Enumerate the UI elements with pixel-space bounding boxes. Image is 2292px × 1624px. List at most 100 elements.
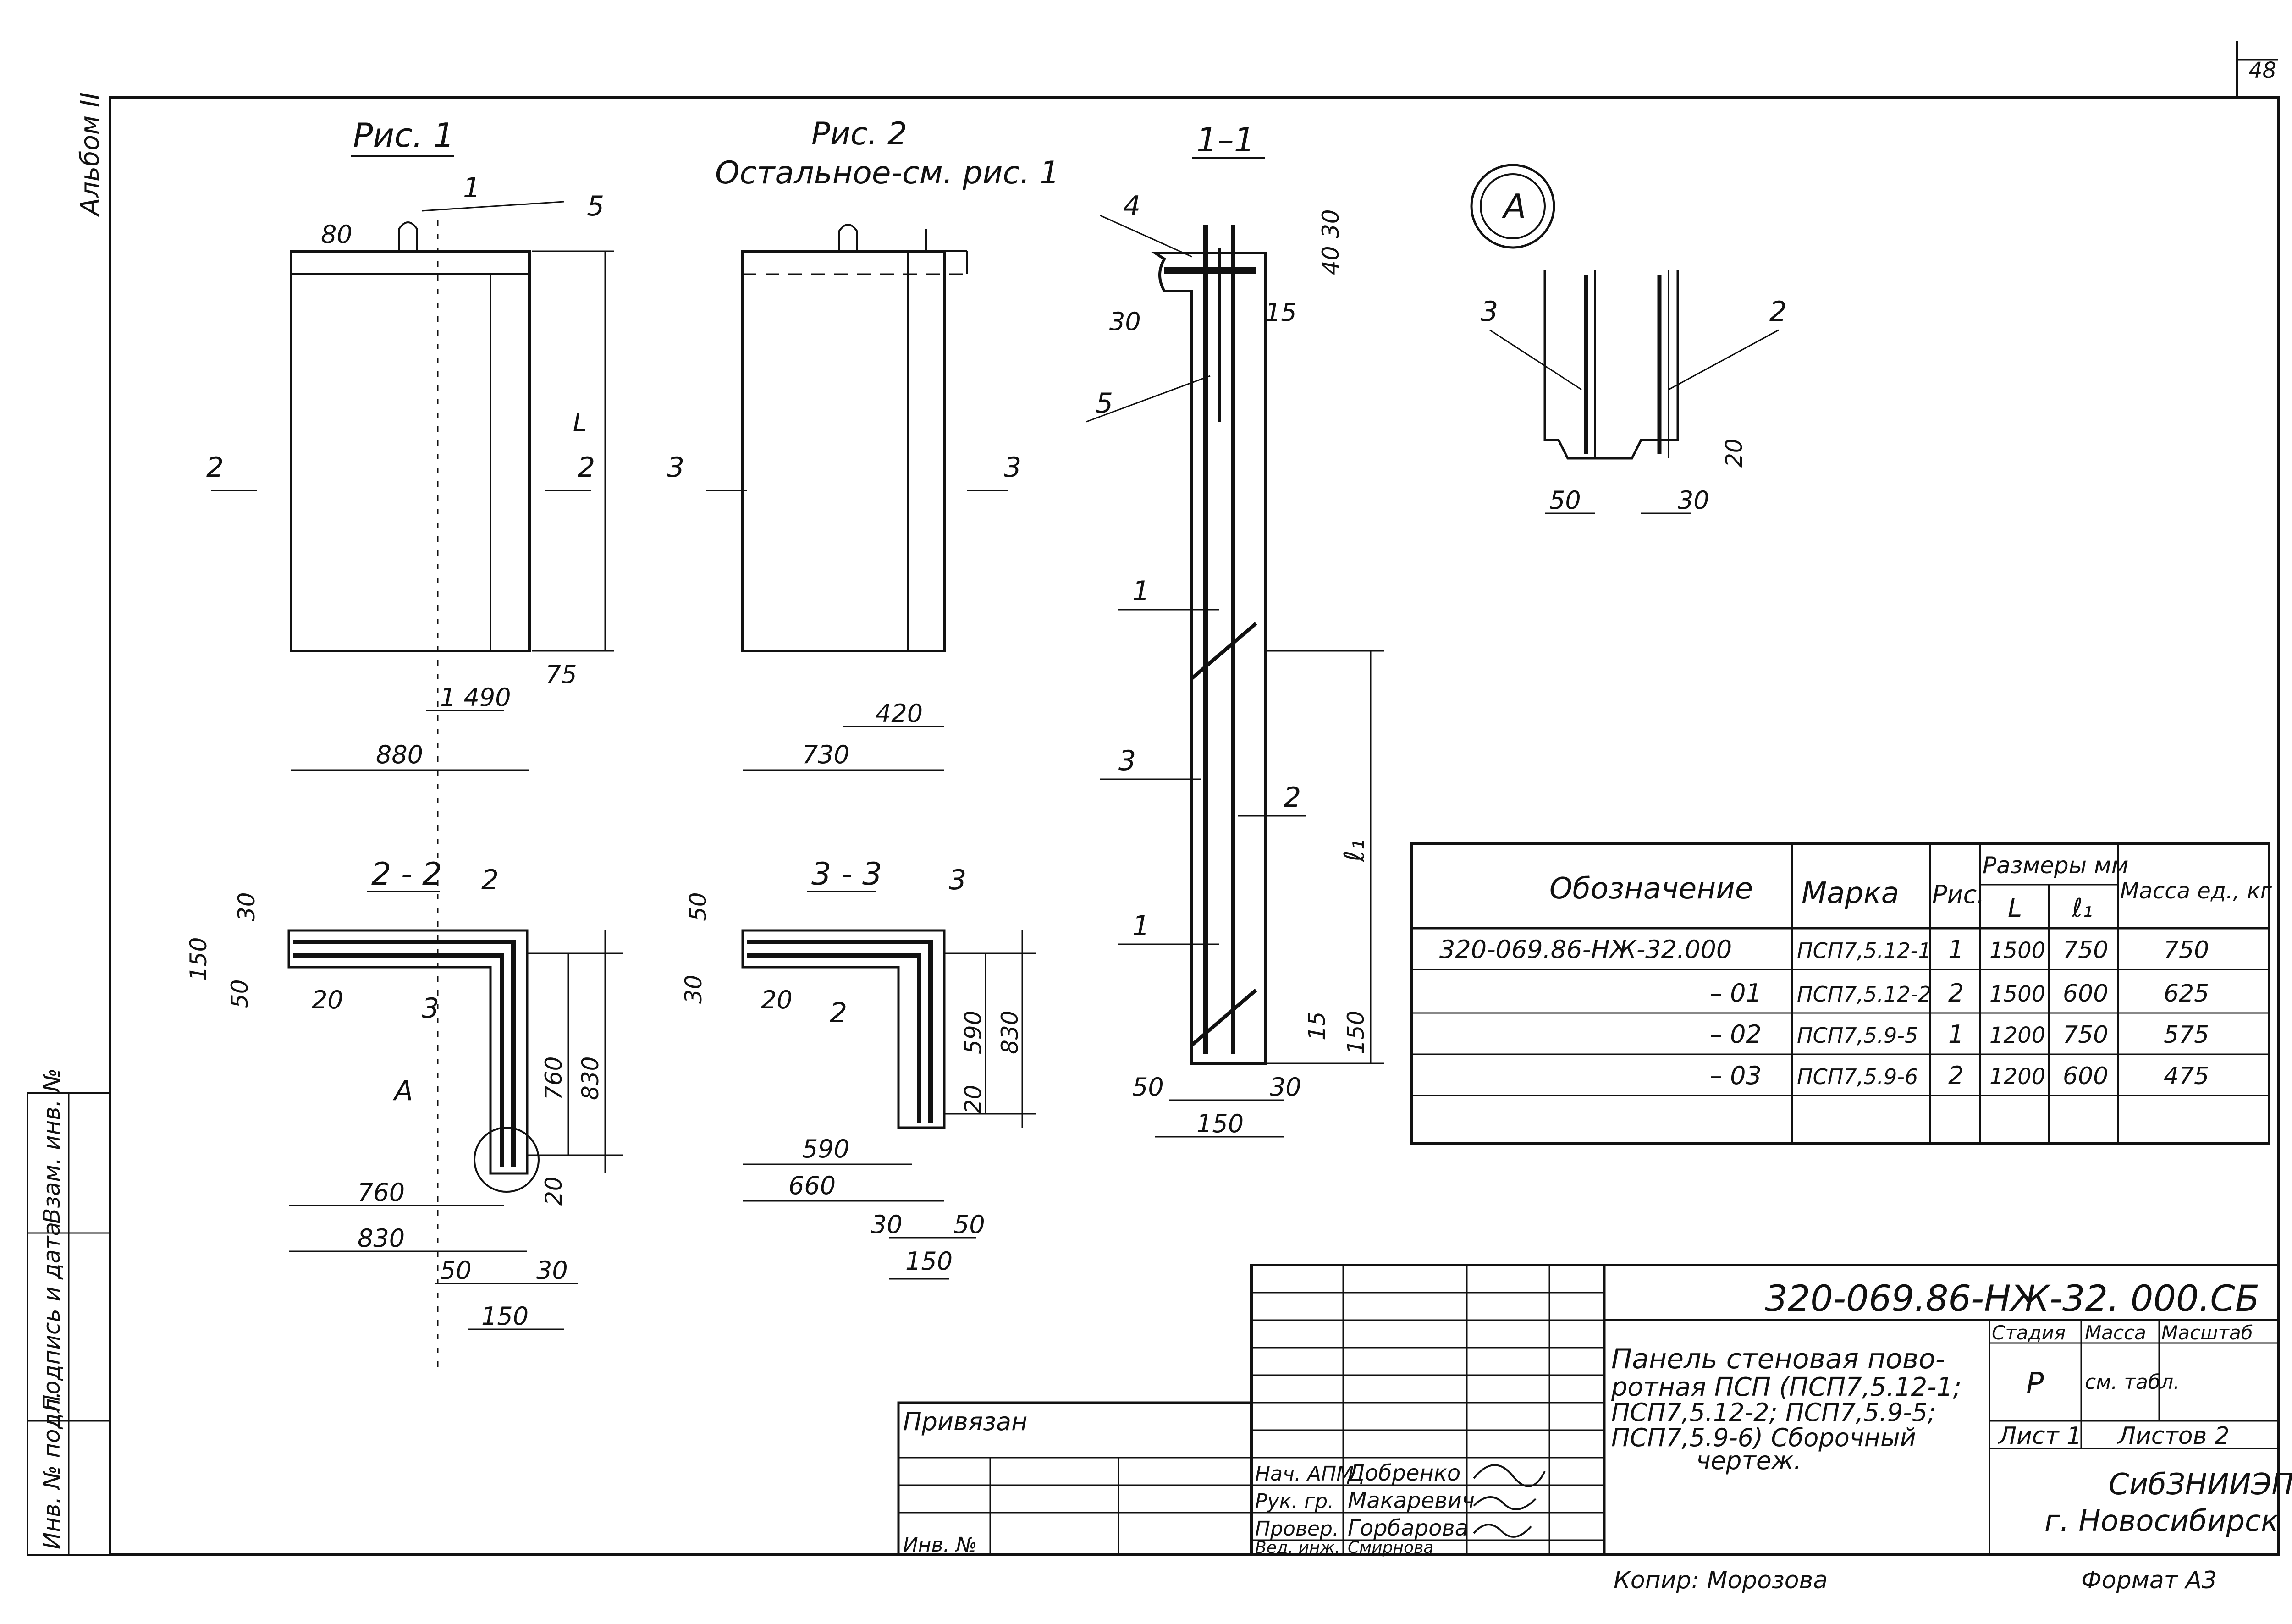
sec33-dim-660-h: 660 (788, 1171, 836, 1200)
sec22-dim-760-v: 760 (540, 1057, 567, 1100)
title-line-2: ротная ПСП (ПСП7,5.12-1; (1611, 1372, 1961, 1402)
spec-row-4-L: 1200 (1989, 1064, 2045, 1090)
copied-by: Копир: Морозова (1614, 1567, 1828, 1594)
fig1-elevation: Рис. 1 80 L 75 1 490 880 2 2 1 5 (206, 116, 614, 1375)
spec-header-dims: Размеры мм (1983, 852, 2128, 879)
spec-row-1-L: 1500 (1989, 938, 2045, 963)
sec11-dim-150-right: 150 (1343, 1011, 1369, 1054)
fig1-dim-L: L (573, 408, 587, 437)
fig1-section-mark-right: 2 (578, 451, 595, 484)
mass-label: Масса (2085, 1321, 2146, 1344)
spec-row-1-designation: 320-069.86-НЖ-32.000 (1439, 935, 1732, 964)
sheets-label: Листов 2 (2117, 1422, 2230, 1450)
spec-row-4-mass: 475 (2164, 1062, 2209, 1090)
title-line-4: ПСП7,5.9-6) Сборочный (1611, 1423, 1916, 1452)
sec11-callout-1-bottom: 1 (1132, 910, 1150, 942)
signature-scribble-1 (1473, 1464, 1546, 1487)
spec-header-l1: ℓ₁ (2072, 893, 2093, 923)
binding-label: Привязан (903, 1407, 1027, 1436)
sec33-dim-20-v: 20 (960, 1085, 986, 1114)
title-block: Привязан Инв. № Нач. АПМ Добренко Рук. г… (897, 1264, 2292, 1557)
sec11-callout-2: 2 (1284, 782, 1301, 814)
fig2-subtitle: Остальное-см. рис. 1 (715, 155, 1059, 191)
sec22-dim-20: 20 (312, 985, 343, 1014)
sec33-title: 3 - 3 (811, 856, 882, 892)
detail-a-dim-20: 20 (1721, 438, 1747, 468)
sec22-dim-830-h: 830 (358, 1224, 405, 1253)
sec33-dim-50-b: 50 (953, 1210, 985, 1239)
stage-label: Стадия (1992, 1321, 2066, 1344)
spec-header-designation: Обозначение (1549, 872, 1753, 906)
fig1-title: Рис. 1 (353, 116, 454, 154)
spec-row-4-mark: ПСП7,5.9-6 (1797, 1064, 1918, 1089)
fig2-section-mark-left: 3 (667, 451, 684, 484)
sec11-dim-150-bottom: 150 (1196, 1109, 1244, 1138)
sec22-dim-150: 150 (185, 937, 212, 981)
fig1-callout-5: 5 (587, 190, 604, 222)
sec11-dim-30-top: 30 (1317, 209, 1344, 238)
section-1-1: 1–1 30 40 30 15 ℓ₁ 15 150 50 30 150 4 5 … (1086, 121, 1384, 1138)
spec-row-2-L: 1500 (1989, 981, 2045, 1007)
spec-row-3-mass: 575 (2164, 1021, 2209, 1049)
sec22-dim-50: 50 (226, 979, 253, 1008)
sec22-dim-760-h: 760 (358, 1178, 405, 1207)
spec-row-3-mark: ПСП7,5.9-5 (1797, 1023, 1918, 1048)
sign-role-1: Нач. АПМ (1255, 1462, 1354, 1486)
detail-a-dim-50: 50 (1549, 486, 1581, 515)
sec11-dim-30-left: 30 (1109, 307, 1141, 336)
spec-row-2-fig: 2 (1948, 979, 1964, 1007)
sign-name-4: Смирнова (1348, 1538, 1433, 1557)
fig2-section-mark-right: 3 (1004, 451, 1021, 484)
stamp-label-replace: Взам. инв. № (39, 1068, 65, 1224)
sec11-title: 1–1 (1196, 121, 1255, 159)
sign-role-2: Рук. гр. (1255, 1490, 1334, 1513)
sec33-callout-2: 2 (830, 997, 847, 1029)
fig2-title: Рис. 2 (811, 116, 907, 152)
spec-header-fig: Рис. (1932, 880, 1985, 909)
fig1-dim-880: 880 (376, 740, 423, 769)
spec-row-3-l1: 750 (2063, 1021, 2108, 1049)
sec22-dim-30: 30 (233, 892, 260, 921)
stamp-label-inv: Инв. № подл. (39, 1391, 65, 1549)
sec22-dim-50-b: 50 (440, 1256, 472, 1285)
sec11-dim-15-bottom: 15 (1304, 1011, 1330, 1040)
sec33-dim-590-h: 590 (802, 1134, 849, 1163)
sec33-callout-3: 3 (949, 864, 966, 896)
inv-no-label: Инв. № (903, 1533, 977, 1557)
fig1-section-mark-left: 2 (206, 451, 224, 484)
org-city: г. Новосибирск (2044, 1504, 2279, 1538)
detail-a-title: A (1502, 187, 1526, 226)
sec11-callout-5: 5 (1096, 387, 1113, 419)
sign-name-1: Добренко (1347, 1460, 1460, 1486)
sec11-dim-15-top: 15 (1265, 298, 1297, 327)
title-line-5: чертеж. (1696, 1446, 1802, 1475)
detail-a-callout-3: 3 (1481, 296, 1498, 328)
sec22-callout-2: 2 (481, 864, 499, 896)
sign-name-2: Макаревич (1348, 1488, 1475, 1514)
section-3-3: 3 - 3 50 30 20 590 830 20 590 660 30 50 … (680, 856, 1036, 1280)
detail-a-dim-30: 30 (1678, 486, 1709, 515)
sec22-dim-830-v: 830 (577, 1057, 604, 1100)
stamp-label-sign: Подпись и дата (39, 1222, 65, 1412)
spec-row-3-designation: – 02 (1710, 1020, 1762, 1049)
doc-code: 320-069.86-НЖ-32. 000.СБ (1765, 1278, 2259, 1320)
spec-row-2-mark: ПСП7,5.12-2 (1797, 982, 1931, 1007)
sec22-dim-150-b: 150 (481, 1302, 529, 1331)
sec33-dim-30-b: 30 (871, 1210, 903, 1239)
sec11-callout-1-top: 1 (1132, 575, 1150, 607)
sheet-format: Формат А3 (2081, 1567, 2217, 1594)
spec-row-4-fig: 2 (1948, 1061, 1964, 1090)
spec-row-2-l1: 600 (2063, 980, 2108, 1007)
sec22-callout-A: A (392, 1075, 413, 1107)
sign-role-3: Провер. (1255, 1517, 1339, 1541)
sec11-dim-l1: ℓ₁ (1339, 839, 1371, 862)
sec11-dim-50: 50 (1132, 1073, 1164, 1101)
title-line-3: ПСП7,5.12-2; ПСП7,5.9-5; (1611, 1398, 1936, 1427)
spec-row-1-l1: 750 (2063, 936, 2108, 964)
spec-row-1-fig: 1 (1948, 935, 1964, 964)
spec-row-3-fig: 1 (1948, 1020, 1964, 1049)
sec33-dim-20: 20 (761, 985, 793, 1014)
sign-name-3: Горбарова (1348, 1515, 1468, 1541)
spec-row-3-L: 1200 (1989, 1023, 2045, 1048)
